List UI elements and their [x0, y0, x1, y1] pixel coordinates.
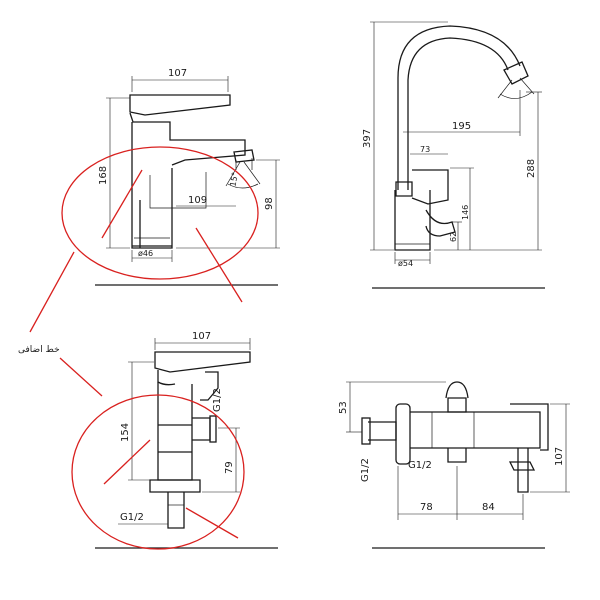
- mixer-body: [394, 190, 431, 251]
- aerator: [233, 149, 255, 163]
- dim-168: 168: [98, 166, 109, 185]
- thread-label: G1/2: [212, 388, 223, 412]
- mixer-body: [129, 112, 246, 166]
- redline: [101, 169, 143, 239]
- highlight-ellipse: [71, 394, 245, 550]
- annotation-leader: [29, 251, 75, 333]
- gooseneck-outer: [397, 25, 521, 190]
- diverter-knob: [447, 397, 467, 413]
- annotation-label: خط اضافی: [18, 345, 60, 355]
- dim-146: 146: [461, 205, 470, 220]
- dim-195: 195: [452, 121, 471, 132]
- dim-154: 154: [120, 423, 131, 442]
- tailpiece: [167, 492, 185, 529]
- outlet: [503, 61, 529, 85]
- bidet-mixer-side-view: 107 154 G1/2 79 G1/2: [59, 331, 278, 550]
- gooseneck-inner: [407, 37, 509, 190]
- dim-107: 107: [168, 68, 187, 79]
- dim-98: 98: [264, 197, 275, 210]
- left-flange: [395, 403, 411, 465]
- thread-label: G1/2: [408, 460, 432, 471]
- redline: [103, 439, 151, 485]
- lever: [411, 169, 449, 205]
- dim-78: 78: [420, 502, 433, 513]
- dim-73: 73: [420, 145, 430, 154]
- dim-107: 107: [554, 447, 565, 466]
- bath-mixer-front-view: 53 G1/2 G1/2 78 84 107: [338, 381, 570, 549]
- lever-handle: [154, 351, 251, 373]
- dim-288: 288: [526, 159, 537, 178]
- angle-label: 15°: [229, 172, 240, 188]
- thread-label: G1/2: [360, 458, 371, 482]
- lever-tip: [200, 371, 219, 401]
- annotation-group: خط اضافی: [18, 251, 75, 355]
- lever-handle: [129, 94, 231, 116]
- dim-107: 107: [192, 331, 211, 342]
- dim-62: 62: [449, 232, 458, 242]
- dim-base-diameter: ø54: [398, 259, 413, 268]
- basin-mixer-side-view: 15° 107 168 109 98 ø46: [61, 68, 280, 303]
- dim-53: 53: [338, 401, 349, 414]
- dim-79: 79: [224, 461, 235, 474]
- dim-397: 397: [362, 129, 373, 148]
- mixer-body: [410, 411, 541, 449]
- redline: [195, 227, 243, 303]
- base-flange: [149, 479, 201, 493]
- body-column: [131, 122, 173, 249]
- kitchen-mixer-side-view: 397 195 288 73 146 62 ø54: [362, 21, 545, 289]
- right-end: [510, 403, 549, 451]
- highlight-ellipse: [61, 146, 259, 280]
- redline: [59, 357, 103, 397]
- left-inlet: [368, 421, 397, 441]
- dim-base-diameter: ø46: [138, 249, 153, 258]
- side-inlet: [192, 417, 211, 441]
- dim-84: 84: [482, 502, 495, 513]
- thread-label: G1/2: [120, 512, 144, 523]
- redline: [185, 507, 239, 539]
- handle-tip: [425, 209, 456, 237]
- dim-109: 109: [188, 195, 207, 206]
